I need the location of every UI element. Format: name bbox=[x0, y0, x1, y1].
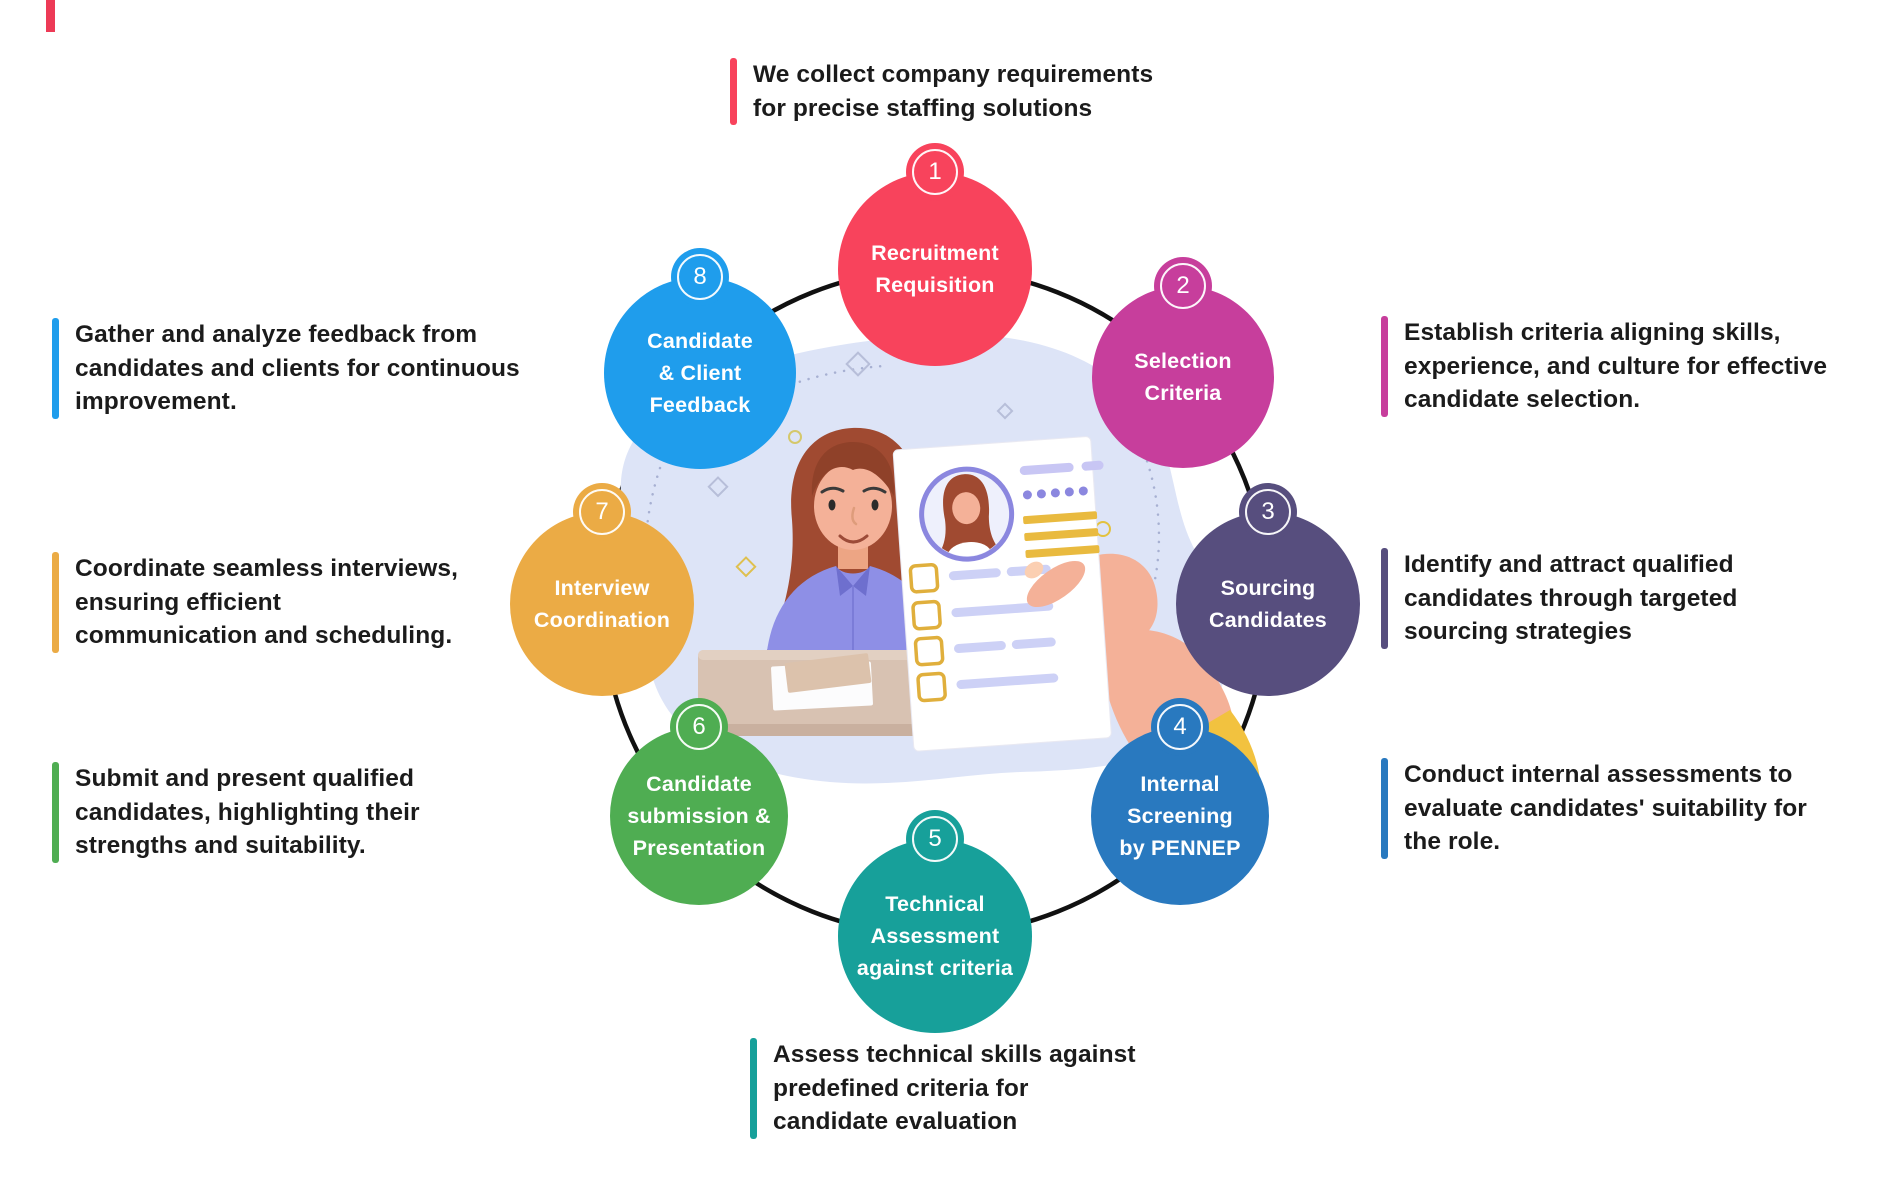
step-7-description: Coordinate seamless interviews, ensuring… bbox=[52, 552, 612, 653]
resume-highlight-lines bbox=[1023, 511, 1100, 558]
step-3-badge: 3 bbox=[1239, 483, 1297, 541]
description-text: Coordinate seamless interviews, ensuring… bbox=[75, 555, 459, 650]
description-text: Gather and analyze feedback from candida… bbox=[75, 321, 520, 416]
accent-bar bbox=[730, 58, 737, 126]
step-3-circle bbox=[1176, 512, 1360, 696]
accent-bar bbox=[52, 552, 59, 653]
step-4-badge: 4 bbox=[1151, 698, 1209, 756]
step-7-badge: 7 bbox=[573, 483, 631, 541]
accent-bar bbox=[1381, 758, 1388, 859]
decorative-dots bbox=[643, 364, 1161, 666]
step-1-circle bbox=[838, 172, 1032, 366]
description-text: Submit and present qualified candidates,… bbox=[75, 765, 420, 860]
step-1-description: We collect company requirements for prec… bbox=[730, 58, 1290, 126]
step-5-circle bbox=[838, 839, 1032, 1033]
collar-right bbox=[853, 566, 870, 596]
step-1-badge: 1 bbox=[906, 143, 964, 201]
resume-checklist-lines bbox=[948, 564, 1059, 689]
corner-accent-mark bbox=[46, 0, 55, 32]
accent-bar bbox=[1381, 548, 1388, 649]
nose bbox=[851, 506, 858, 526]
eye-left bbox=[828, 499, 836, 511]
badge-number: 8 bbox=[693, 263, 707, 290]
eye-right bbox=[871, 499, 879, 511]
badge-number: 5 bbox=[928, 825, 942, 852]
step-3-description: Identify and attract qualified candidate… bbox=[1381, 548, 1900, 649]
step-8-circle bbox=[604, 277, 796, 469]
badge-number: 2 bbox=[1176, 272, 1190, 299]
step-4-label: Internal Screening by PENNEP bbox=[1119, 771, 1241, 861]
description-text: Assess technical skills against predefin… bbox=[773, 1041, 1136, 1136]
description-text: Identify and attract qualified candidate… bbox=[1404, 551, 1738, 646]
thumb-nail bbox=[1024, 561, 1044, 579]
accent-bar bbox=[52, 318, 59, 419]
step-2-badge: 2 bbox=[1154, 257, 1212, 315]
badge-number: 3 bbox=[1261, 498, 1275, 525]
badge-ring bbox=[676, 704, 722, 750]
step-4-description: Conduct internal assessments to evaluate… bbox=[1381, 758, 1900, 859]
step-8-label: Candidate & Client Feedback bbox=[647, 328, 753, 418]
description-text: Conduct internal assessments to evaluate… bbox=[1404, 761, 1807, 856]
description-text: Establish criteria aligning skills, expe… bbox=[1404, 319, 1828, 414]
shirt bbox=[766, 566, 945, 672]
badge-number: 4 bbox=[1173, 713, 1187, 740]
center-illustration bbox=[620, 334, 1261, 796]
badge-ring bbox=[579, 489, 625, 535]
step-1-label: Recruitment Requisition bbox=[871, 240, 999, 297]
step-2-label: Selection Criteria bbox=[1134, 348, 1232, 405]
step-8-badge: 8 bbox=[671, 248, 729, 306]
badge-ring bbox=[912, 149, 958, 195]
resume-rating-dots bbox=[1022, 486, 1088, 500]
step-3-label: Sourcing Candidates bbox=[1209, 575, 1327, 632]
resume-card bbox=[892, 436, 1112, 752]
face bbox=[814, 462, 892, 550]
badge-ring bbox=[1157, 704, 1203, 750]
step-6-description: Submit and present qualified candidates,… bbox=[52, 762, 612, 863]
resume-name-lines bbox=[1019, 460, 1104, 476]
badge-number: 1 bbox=[928, 158, 942, 185]
description-text: We collect company requirements for prec… bbox=[753, 61, 1154, 122]
resume-avatar bbox=[939, 474, 1000, 559]
badge-number: 7 bbox=[595, 498, 609, 525]
badge-ring bbox=[1160, 263, 1206, 309]
step-7-circle bbox=[510, 512, 694, 696]
step-6-label: Candidate submission & Presentation bbox=[627, 771, 771, 861]
hair-fringe bbox=[811, 442, 895, 496]
accent-bar bbox=[52, 762, 59, 863]
badge-ring bbox=[677, 254, 723, 300]
step-5-label: Technical Assessment against criteria bbox=[856, 891, 1014, 981]
badge-number: 6 bbox=[692, 713, 706, 740]
face-features bbox=[820, 486, 887, 494]
fingers bbox=[1094, 553, 1158, 648]
step-6-badge: 6 bbox=[670, 698, 728, 756]
thumb bbox=[1026, 560, 1086, 608]
step-2-circle bbox=[1092, 286, 1274, 468]
step-2-description: Establish criteria aligning skills, expe… bbox=[1381, 316, 1900, 417]
step-4-circle bbox=[1091, 727, 1269, 905]
accent-bar bbox=[1381, 316, 1388, 417]
envelope-on-desk bbox=[784, 653, 872, 693]
step-5-badge: 5 bbox=[906, 810, 964, 868]
step-7-label: Interview Coordination bbox=[533, 575, 671, 632]
step-6-circle bbox=[610, 727, 788, 905]
collar-left bbox=[836, 566, 853, 596]
step-5-description: Assess technical skills against predefin… bbox=[750, 1038, 1310, 1139]
badge-ring bbox=[912, 816, 958, 862]
smile bbox=[838, 534, 869, 544]
accent-bar bbox=[750, 1038, 757, 1139]
resume-checkboxes bbox=[908, 562, 947, 703]
badge-ring bbox=[1245, 489, 1291, 535]
step-8-description: Gather and analyze feedback from candida… bbox=[52, 318, 612, 419]
